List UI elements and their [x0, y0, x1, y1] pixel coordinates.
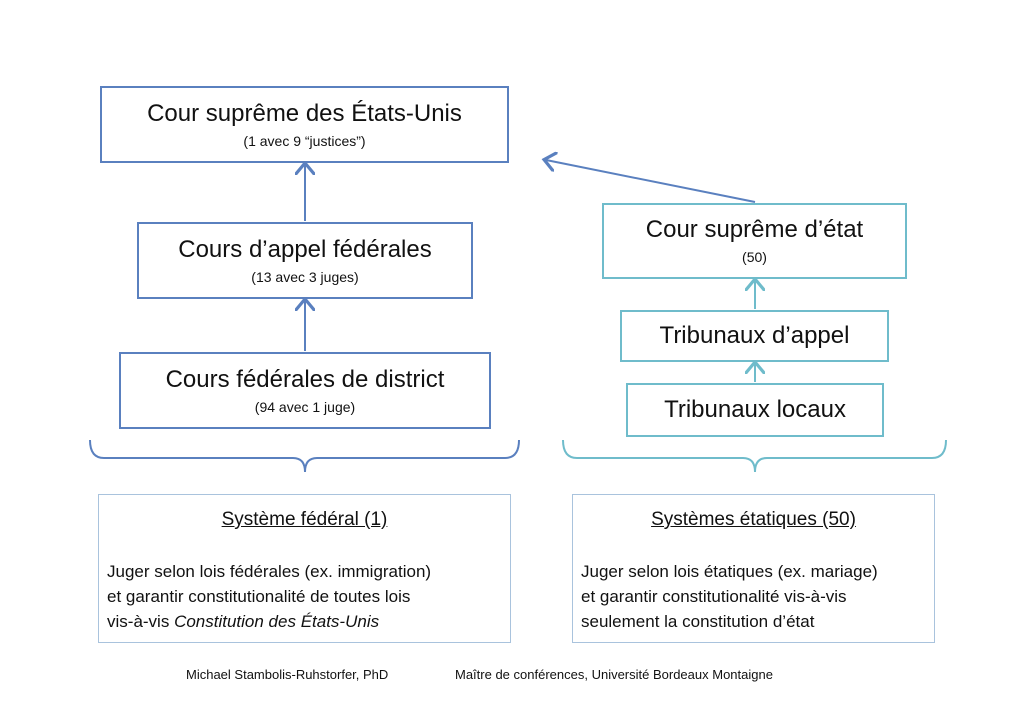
- box-subtitle: (94 avec 1 juge): [254, 398, 356, 415]
- box-subtitle: (13 avec 3 juges): [251, 268, 359, 285]
- footer-author: Michael Stambolis-Ruhstorfer, PhD: [186, 667, 389, 682]
- federal-supreme-court-box: Cour suprême des États-Unis (1 avec 9 “j…: [100, 86, 509, 163]
- info-italic-text: Constitution des États-Unis: [174, 612, 380, 631]
- info-line: Juger selon lois étatiques (ex. mariage): [581, 562, 878, 581]
- box-title: Cours fédérales de district: [165, 365, 445, 393]
- info-heading: Système fédéral (1): [221, 509, 388, 530]
- box-subtitle: (50): [742, 249, 767, 265]
- box-title: Tribunaux d’appel: [659, 322, 850, 349]
- info-line: et garantir constitutionalité de toutes …: [107, 587, 411, 606]
- federal-appeal-courts-box: Cours d’appel fédérales (13 avec 3 juges…: [137, 222, 473, 299]
- state-supreme-court-box: Cour suprême d’état (50): [602, 203, 907, 279]
- box-title: Cour suprême des États-Unis: [147, 99, 462, 127]
- info-line: Juger selon lois fédérales (ex. immigrat…: [107, 562, 432, 581]
- box-title: Cour suprême d’état: [645, 216, 864, 243]
- info-line: vis-à-vis Constitution des États-Unis: [107, 609, 502, 634]
- info-text: vis-à-vis: [107, 612, 175, 631]
- federal-district-courts-box: Cours fédérales de district (94 avec 1 j…: [119, 352, 491, 429]
- footer-affiliation: Maître de conférences, Université Bordea…: [455, 667, 773, 682]
- state-brace: [562, 439, 947, 473]
- federal-brace: [89, 439, 520, 473]
- state-appeal-courts-box: Tribunaux d’appel: [620, 310, 889, 362]
- state-local-courts-box: Tribunaux locaux: [626, 383, 884, 437]
- info-heading: Systèmes étatiques (50): [651, 509, 856, 530]
- info-line: seulement la constitution d’état: [581, 612, 815, 631]
- federal-system-info: Système fédéral (1) Juger selon lois féd…: [98, 494, 511, 643]
- arrow-state-to-federal-supreme: [546, 160, 756, 203]
- box-title: Tribunaux locaux: [664, 396, 846, 423]
- box-title: Cours d’appel fédérales: [178, 235, 432, 263]
- info-line: et garantir constitutionalité vis-à-vis: [581, 587, 847, 606]
- state-system-info: Systèmes étatiques (50) Juger selon lois…: [572, 494, 935, 643]
- box-subtitle: (1 avec 9 “justices”): [243, 132, 366, 149]
